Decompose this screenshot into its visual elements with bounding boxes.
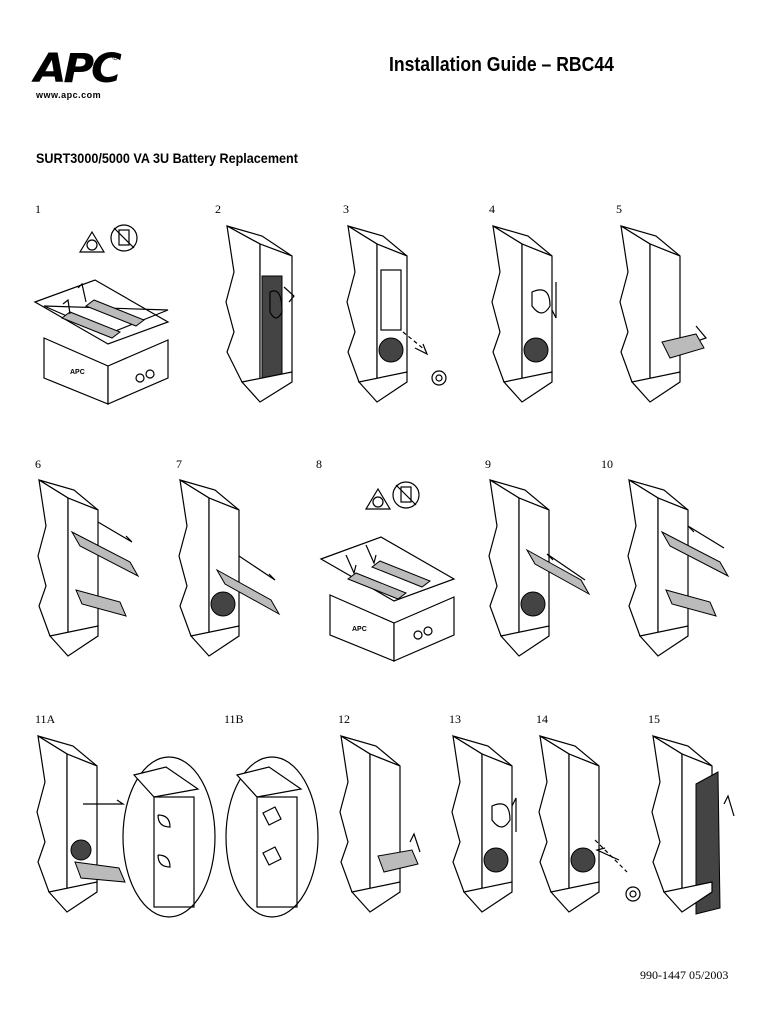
step-4-illustration	[491, 224, 557, 403]
step-3-illustration	[346, 224, 447, 403]
recycle-icon	[78, 230, 106, 253]
step-10-illustration	[627, 478, 730, 657]
step-7-illustration	[178, 478, 281, 657]
step-label-14: 14	[536, 712, 548, 726]
page-title: Installation Guide – RBC44	[389, 54, 614, 76]
step-label-4: 4	[489, 202, 495, 216]
step-11b-illustration	[225, 756, 319, 918]
step-9-illustration	[488, 478, 591, 657]
step-label-15: 15	[648, 712, 660, 726]
step-12-illustration	[339, 734, 421, 913]
logo-text: APC	[34, 46, 122, 92]
step-5-illustration	[619, 224, 708, 403]
step-8-illustration: APC	[319, 481, 456, 662]
recycle-icon	[364, 487, 392, 510]
step-11a-illustration	[36, 734, 126, 913]
page-subtitle: SURT3000/5000 VA 3U Battery Replacement	[36, 150, 298, 166]
step-label-11b: 11B	[224, 712, 244, 726]
step-label-9: 9	[485, 457, 491, 471]
step-label-11a: 11A	[35, 712, 56, 726]
step-label-12: 12	[338, 712, 350, 726]
document-number: 990-1447 05/2003	[640, 968, 729, 982]
step-label-7: 7	[176, 457, 182, 471]
step-label-3: 3	[343, 202, 349, 216]
step-label-13: 13	[449, 712, 461, 726]
svg-text:APC: APC	[70, 369, 85, 376]
step-15-illustration	[651, 734, 735, 915]
apc-logo: APC ® www.apc.com	[34, 49, 122, 102]
step-13-illustration	[451, 734, 517, 913]
step-11a-zoom-illustration	[122, 756, 216, 918]
step-label-8: 8	[316, 457, 322, 471]
step-6-illustration	[37, 478, 140, 657]
step-1-illustration: APC	[33, 224, 170, 405]
step-2-illustration	[225, 224, 295, 403]
no-trash-icon	[110, 224, 138, 252]
step-label-2: 2	[215, 202, 221, 216]
step-label-1: 1	[35, 202, 41, 216]
no-trash-icon	[392, 481, 420, 509]
step-label-5: 5	[616, 202, 622, 216]
registered-mark: ®	[112, 52, 119, 62]
step-label-10: 10	[601, 457, 613, 471]
svg-text:APC: APC	[352, 626, 367, 633]
step-14-illustration	[538, 734, 641, 913]
website-url[interactable]: www.apc.com	[36, 90, 102, 100]
step-label-6: 6	[35, 457, 41, 471]
